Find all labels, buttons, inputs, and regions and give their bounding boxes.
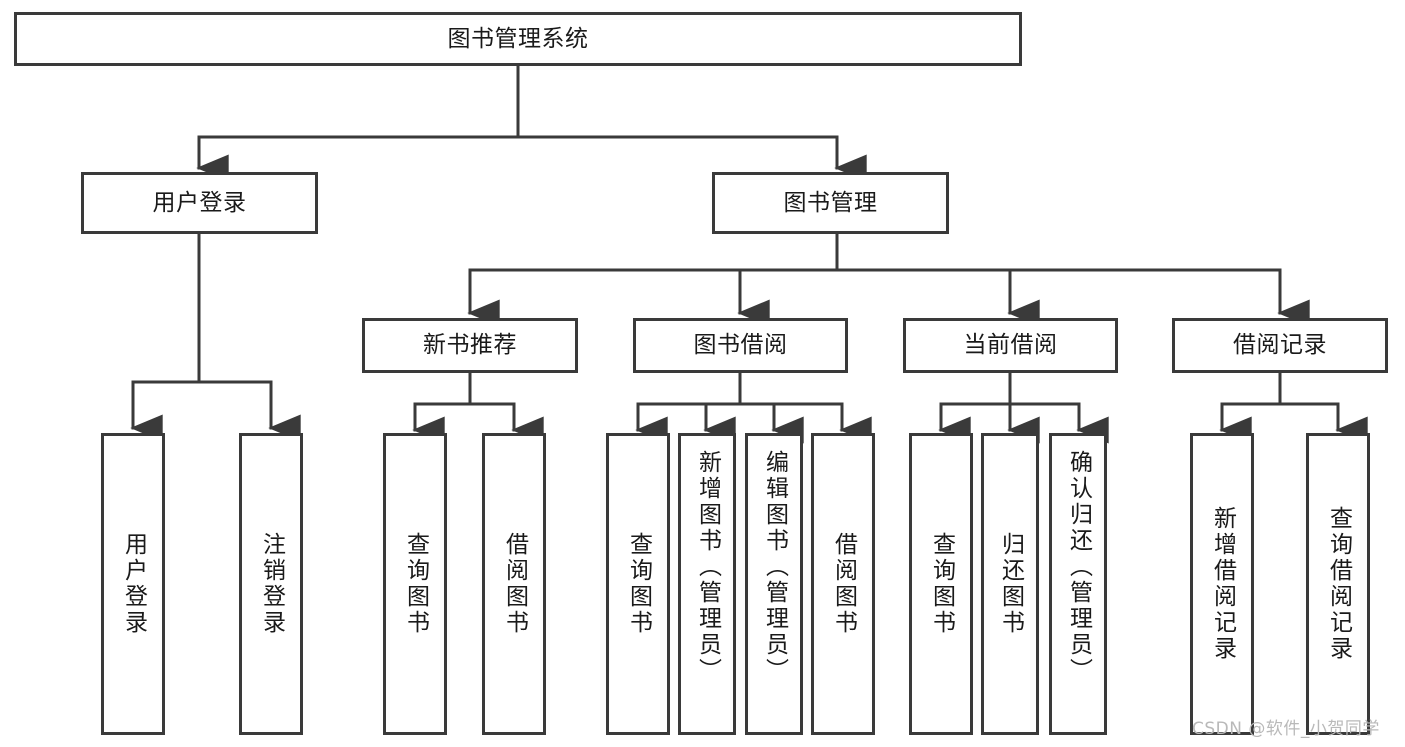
node-label: 借阅图书: [501, 532, 528, 636]
node-leaf-borrow-book-2[interactable]: 借阅图书: [811, 433, 875, 735]
node-leaf-add-record[interactable]: 新增借阅记录: [1190, 433, 1254, 735]
node-label: 新增图书（管理员）: [694, 450, 721, 684]
node-current-borrow[interactable]: 当前借阅: [903, 318, 1118, 373]
node-book-management-system[interactable]: 图书管理系统: [14, 12, 1022, 66]
csdn-watermark: CSDN @软件_小贺同学: [1192, 719, 1380, 739]
node-label: 查询图书: [625, 532, 652, 636]
node-book-management[interactable]: 图书管理: [712, 172, 949, 234]
node-label: 编辑图书（管理员）: [761, 450, 788, 684]
node-leaf-user-login[interactable]: 用户登录: [101, 433, 165, 735]
node-label: 借阅图书: [830, 532, 857, 636]
node-leaf-confirm-return[interactable]: 确认归还（管理员）: [1049, 433, 1107, 735]
node-book-borrow[interactable]: 图书借阅: [633, 318, 848, 373]
node-label: 查询借阅记录: [1325, 506, 1352, 662]
node-label: 新书推荐: [423, 332, 517, 359]
node-leaf-query-book-1[interactable]: 查询图书: [383, 433, 447, 735]
node-label: 查询图书: [402, 532, 429, 636]
node-leaf-edit-book[interactable]: 编辑图书（管理员）: [745, 433, 803, 735]
node-label: 注销登录: [258, 532, 285, 636]
node-leaf-query-book-3[interactable]: 查询图书: [909, 433, 973, 735]
node-leaf-borrow-book-1[interactable]: 借阅图书: [482, 433, 546, 735]
node-leaf-return-book[interactable]: 归还图书: [981, 433, 1039, 735]
node-leaf-query-book-2[interactable]: 查询图书: [606, 433, 670, 735]
node-label: 图书管理系统: [447, 25, 589, 52]
node-user-login[interactable]: 用户登录: [81, 172, 318, 234]
node-label: 用户登录: [120, 532, 147, 636]
node-borrow-record[interactable]: 借阅记录: [1172, 318, 1388, 373]
node-new-book-recommend[interactable]: 新书推荐: [362, 318, 578, 373]
node-label: 图书管理: [783, 189, 878, 216]
node-label: 新增借阅记录: [1209, 506, 1236, 662]
node-label: 用户登录: [152, 189, 247, 216]
node-label: 借阅记录: [1233, 332, 1327, 359]
node-leaf-query-record[interactable]: 查询借阅记录: [1306, 433, 1370, 735]
node-label: 确认归还（管理员）: [1065, 450, 1092, 684]
node-leaf-logout-login[interactable]: 注销登录: [239, 433, 303, 735]
node-label: 图书借阅: [693, 332, 788, 359]
node-leaf-add-book[interactable]: 新增图书（管理员）: [678, 433, 736, 735]
node-label: 查询图书: [928, 532, 955, 636]
node-label: 当前借阅: [963, 332, 1058, 359]
node-label: 归还图书: [997, 532, 1024, 636]
